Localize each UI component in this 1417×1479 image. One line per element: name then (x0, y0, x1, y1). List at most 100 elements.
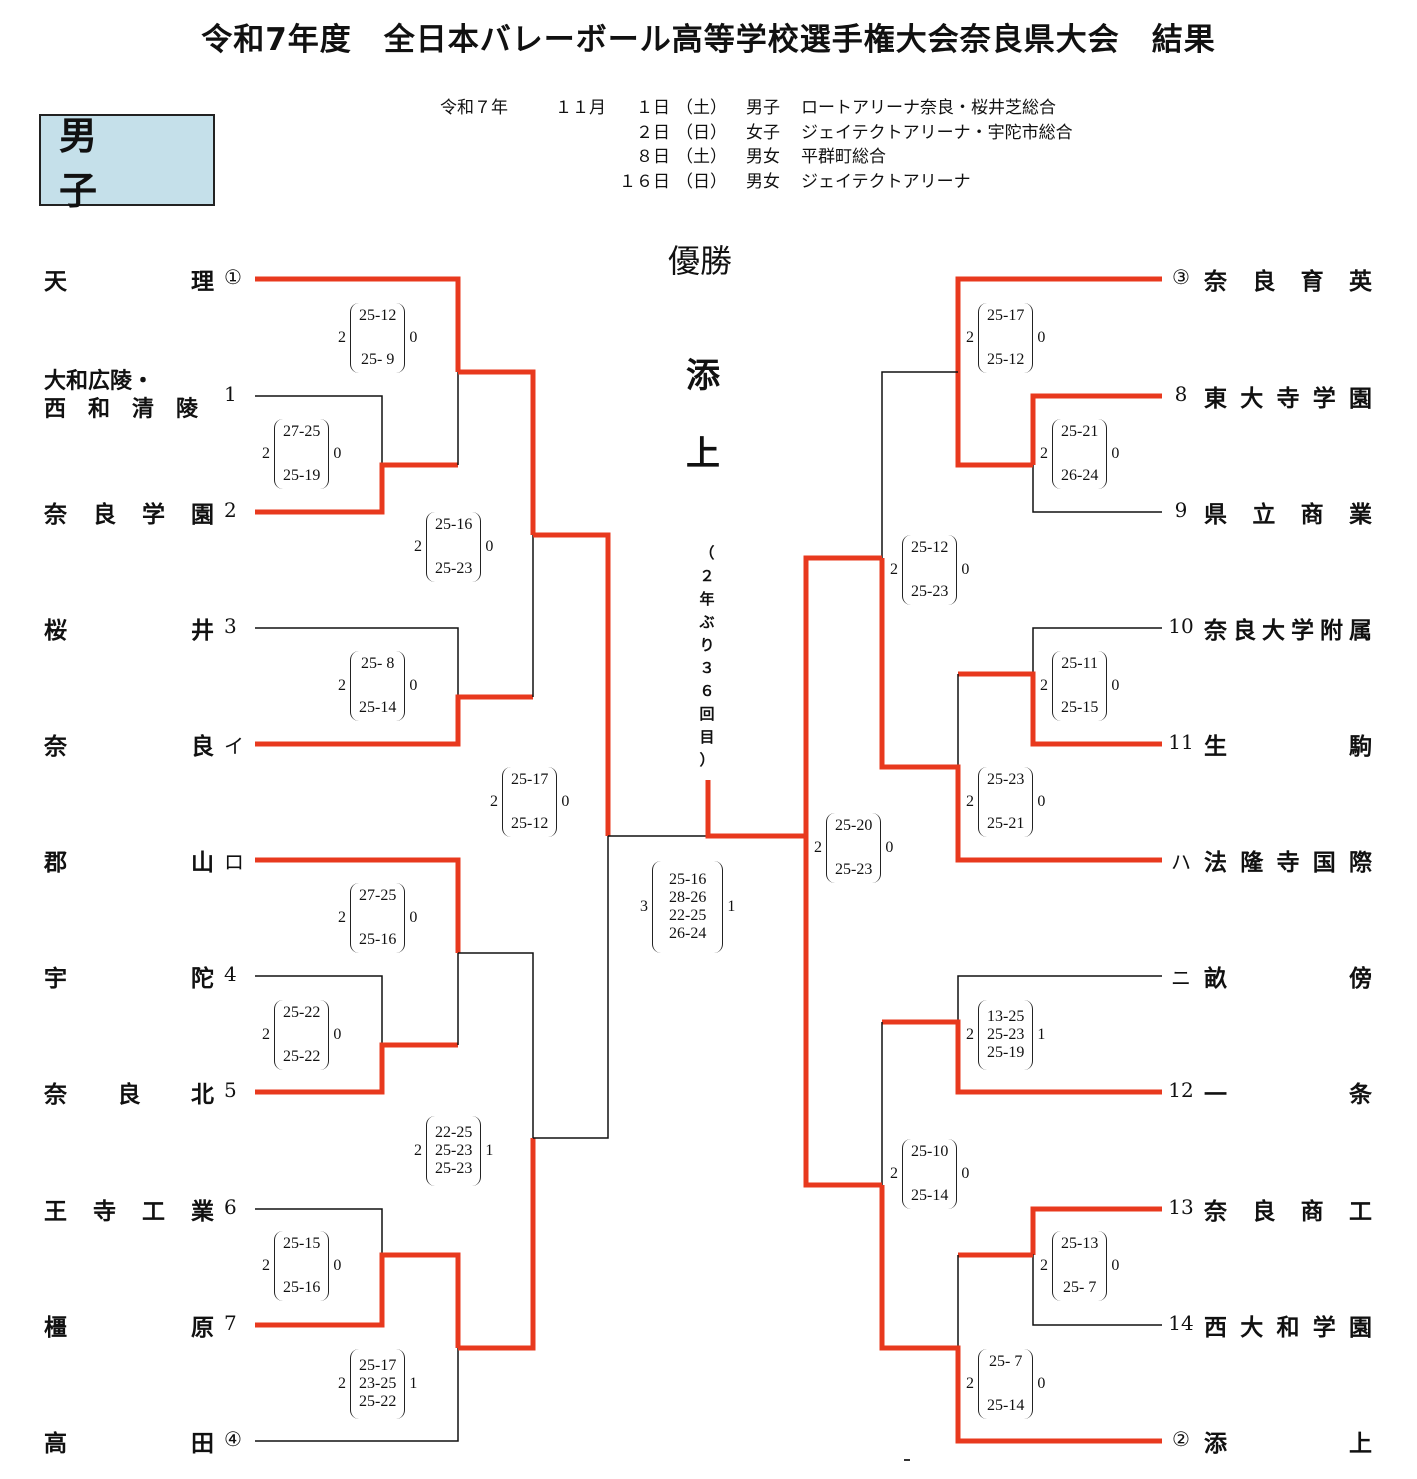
sets-won: 2 (338, 1375, 346, 1392)
schedule-sex: 男女 (746, 171, 780, 192)
winner-path (879, 558, 1162, 863)
set-score: 27-25 (283, 423, 321, 440)
schedule-year: 令和７年 (440, 98, 508, 118)
schedule-row: ２日（日）女子ジェイテクトアリーナ・宇陀市総合 (440, 121, 1073, 146)
note-char: ３ (699, 659, 715, 677)
team-name-part: 商 (1300, 502, 1324, 528)
sets-lost: 0 (409, 677, 418, 694)
winner-path (955, 372, 1033, 468)
sets-won: 3 (640, 898, 648, 915)
sets-lost: 0 (1111, 1257, 1120, 1274)
team-name-part: 隆 (1240, 850, 1264, 876)
winner-path (882, 1019, 1162, 1095)
winner-path (705, 780, 806, 839)
team-name-part: 北 (191, 1082, 214, 1108)
winner-path (255, 1042, 458, 1095)
left-team: 王寺工業 (44, 1194, 214, 1225)
right-team: 生駒 (1204, 729, 1372, 760)
set-score: 25-11 (1061, 655, 1099, 672)
team-name-part: 奈 (1204, 618, 1227, 644)
bracket-line (1032, 465, 1162, 513)
team-name-part: 奈 (44, 1082, 67, 1108)
sets-won: 2 (890, 561, 898, 578)
sets-won: 2 (414, 1142, 422, 1159)
sets-lost: 0 (485, 538, 494, 555)
bracket-line (1032, 627, 1162, 674)
left-team: 宇陀 (44, 961, 214, 992)
note-char: 年 (699, 590, 715, 608)
sets-lost: 0 (885, 839, 894, 856)
set-score: 25- 7 (989, 1353, 1023, 1370)
right-team: 西大和学園 (1204, 1310, 1372, 1341)
sets-won: 2 (1040, 677, 1048, 694)
bracket-line (458, 952, 534, 1138)
team-name-part: 郡 (44, 850, 67, 876)
team-name-part: 学 (1291, 618, 1314, 644)
team-name-part: 良 (1252, 269, 1276, 295)
set-score: 25-14 (987, 1397, 1025, 1414)
set-score: 25-19 (987, 1044, 1025, 1061)
schedule-day: １６日 (619, 171, 670, 192)
team-name-part: 奈 (44, 502, 67, 528)
winner-path (958, 671, 1162, 747)
set-score: 25-17 (511, 771, 549, 788)
sets-won: 2 (338, 909, 346, 926)
team-name-part: 園 (191, 502, 214, 528)
sets-won: 2 (966, 329, 974, 346)
team-name-part: 良 (117, 1082, 141, 1108)
winner-path (255, 857, 461, 953)
schedule-venue: 平群町総合 (801, 147, 886, 167)
seed-number: 7 (224, 1311, 237, 1335)
schedule-day: ８日 (636, 147, 670, 167)
team-name-part: 学 (1312, 386, 1336, 412)
team-name-part: 良 (1233, 618, 1256, 644)
seed-number: 14 (1168, 1311, 1194, 1335)
winner-path (803, 836, 882, 1188)
team-name-part: 育 (1300, 269, 1324, 295)
team-name-part: 奈 (44, 734, 67, 760)
stray-mark (904, 1459, 910, 1461)
set-score: 25-16 (669, 871, 707, 888)
sets-won: 2 (814, 839, 822, 856)
team-name-part: 王 (44, 1199, 67, 1225)
team-name-part: 宇 (44, 966, 67, 992)
team-name-part: 天 (44, 269, 67, 295)
seed-number: イ (224, 734, 244, 758)
team-name-part: 寺 (1276, 850, 1300, 876)
sets-lost: 1 (485, 1142, 494, 1159)
winner-path (255, 694, 533, 747)
set-score: 25-23 (835, 861, 873, 878)
division-label: 男 子 (39, 114, 215, 213)
set-score: 25-15 (1061, 699, 1099, 716)
team-name-part: 立 (1252, 502, 1276, 528)
team-name-part: 寺 (93, 1199, 116, 1225)
seed-number: ③ (1172, 265, 1190, 289)
team-name-part: 奈 (1204, 1199, 1227, 1225)
team-name-part: 学 (142, 502, 165, 528)
sets-lost: 0 (961, 561, 970, 578)
set-score: 25-16 (283, 1279, 321, 1296)
sets-lost: 0 (1037, 329, 1046, 346)
set-score: 25-16 (359, 931, 397, 948)
left-team: 郡山 (44, 845, 214, 876)
set-score: 25-12 (511, 815, 549, 832)
team-name-part: 西 (1204, 1315, 1227, 1341)
team-name-part: 傍 (1349, 966, 1372, 992)
right-team: 畝傍 (1204, 961, 1372, 992)
team-name-part: 大 (1240, 386, 1264, 412)
seed-number: ① (224, 265, 242, 289)
sets-lost: 0 (961, 1165, 970, 1182)
team-name-part: 橿 (44, 1315, 67, 1341)
